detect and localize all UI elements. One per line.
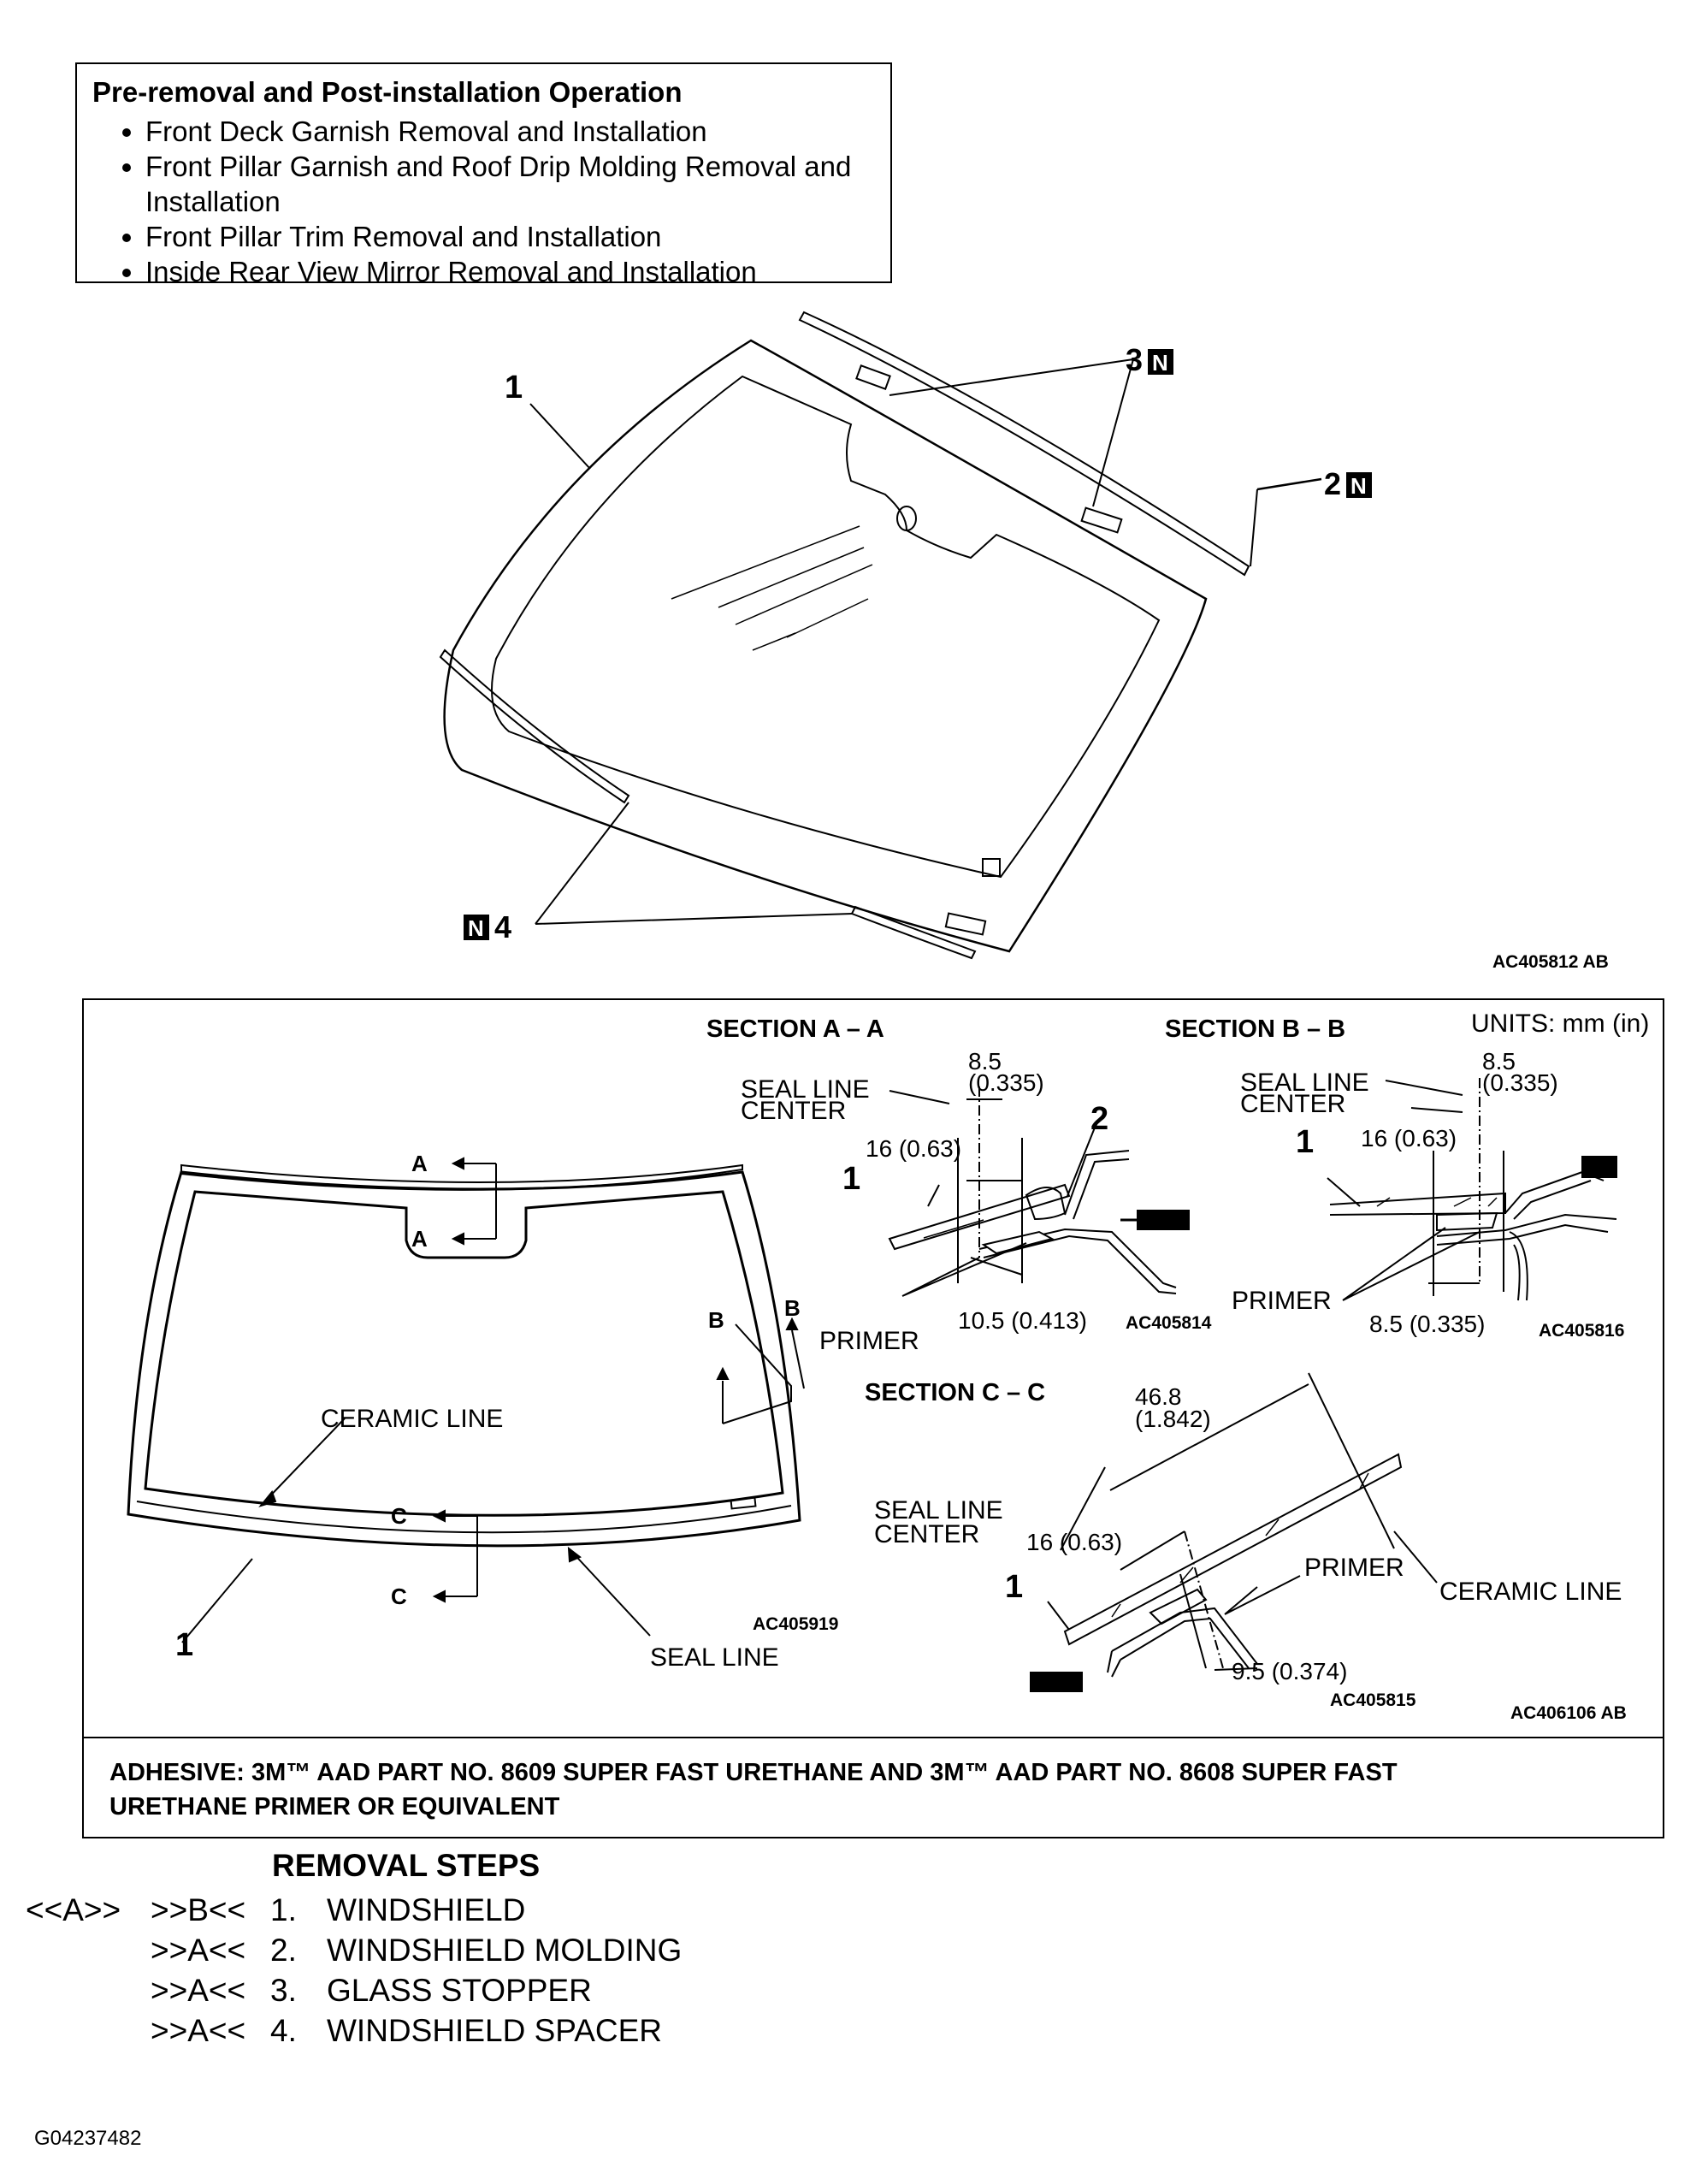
section-cc-drawing: [1030, 1372, 1438, 1692]
section-a-label: A: [411, 1151, 428, 1176]
windshield-spacer: [439, 648, 630, 804]
section-aa-drawing: [888, 1086, 1190, 1297]
callout-2: 2: [1324, 466, 1341, 501]
figure-id: AC405815: [1330, 1690, 1416, 1710]
windshield-glass: [443, 339, 1208, 953]
section-c-label: C: [391, 1503, 407, 1529]
callout-1: 1: [1296, 1124, 1314, 1160]
section-aa-title: SECTION A – A: [706, 1015, 884, 1043]
callout-4: 4: [494, 909, 511, 944]
svg-text:CENTER: CENTER: [741, 1097, 846, 1125]
windshield-ceramic-area: [491, 375, 1161, 879]
svg-text:CENTER: CENTER: [1240, 1090, 1345, 1118]
svg-text:16 (0.63): 16 (0.63): [1361, 1125, 1457, 1152]
figure-id: AC405919: [753, 1614, 838, 1634]
adhesive-line: URETHANE PRIMER OR EQUIVALENT: [109, 1793, 560, 1821]
mirror-mount: [896, 506, 917, 531]
ceramic-line-label: CERAMIC LINE: [321, 1405, 503, 1433]
operation-note-item: Inside Rear View Mirror Removal and Inst…: [145, 254, 875, 289]
adhesive-line: ADHESIVE: 3M™ AAD PART NO. 8609 SUPER FA…: [109, 1759, 1398, 1786]
section-markers: [181, 1157, 805, 1643]
seal-line-label: SEAL LINE: [650, 1643, 779, 1672]
svg-text:(0.335): (0.335): [1482, 1069, 1558, 1096]
svg-text:N: N: [468, 915, 484, 941]
adhesive-note: ADHESIVE: 3M™ AAD PART NO. 8609 SUPER FA…: [84, 1737, 1663, 1837]
operation-note-list: Front Deck Garnish Removal and Installat…: [92, 114, 875, 289]
operation-note-item: Front Pillar Garnish and Roof Drip Moldi…: [145, 149, 898, 219]
step-mark: >>A<<: [151, 1933, 246, 1968]
step-mark: >>A<<: [151, 1973, 246, 2008]
svg-text:(1.842): (1.842): [1135, 1406, 1211, 1432]
svg-text:(0.335): (0.335): [968, 1069, 1044, 1096]
step-label: WINDSHIELD SPACER: [327, 2013, 662, 2048]
section-c-label: C: [391, 1584, 407, 1609]
step-label: WINDSHIELD MOLDING: [327, 1933, 683, 1968]
step-label: WINDSHIELD: [327, 1892, 526, 1927]
windshield-spacer: [850, 905, 977, 960]
svg-text:SEAL LINE: SEAL LINE: [741, 1075, 870, 1104]
step-number: 3.: [270, 1973, 297, 2008]
svg-text:8.5 (0.335): 8.5 (0.335): [1369, 1311, 1485, 1337]
svg-text:SEAL LINE: SEAL LINE: [874, 1496, 1003, 1525]
windshield-molding: [798, 311, 1250, 577]
callout-2: 2: [1090, 1101, 1108, 1137]
sections-panel: ADHESIVE: 3M™ AAD PART NO. 8609 SUPER FA…: [82, 998, 1664, 1838]
units-label: UNITS: mm (in): [1471, 1009, 1649, 1038]
section-a-label: A: [411, 1226, 428, 1252]
svg-text:9.5 (0.374): 9.5 (0.374): [1232, 1658, 1347, 1684]
callout-1: 1: [505, 370, 523, 406]
glass-stopper: [1080, 506, 1123, 534]
operation-note-item: Front Deck Garnish Removal and Installat…: [145, 114, 875, 149]
callout-1: 1: [842, 1161, 860, 1197]
figure-id: AC405814: [1126, 1313, 1212, 1333]
figure-id: AC405816: [1539, 1321, 1624, 1341]
svg-text:CENTER: CENTER: [874, 1520, 979, 1548]
document-id: G04237482: [34, 2127, 142, 2150]
new-part-badge: [464, 915, 489, 940]
section-b-label: B: [708, 1307, 724, 1333]
primer-label: PRIMER: [819, 1327, 919, 1355]
glass-stopper: [944, 912, 987, 936]
step-number: 2.: [270, 1933, 297, 1968]
operation-note-box: Pre-removal and Post-installation Operat…: [75, 62, 892, 287]
new-part-badge: [1148, 349, 1173, 375]
primer-label: PRIMER: [1232, 1287, 1332, 1315]
step-number: 4.: [270, 2013, 297, 2048]
callout-3: 3: [1126, 342, 1143, 377]
windshield-overview: [127, 1163, 801, 1548]
svg-text:SEAL LINE: SEAL LINE: [1240, 1069, 1369, 1097]
removal-steps-title: REMOVAL STEPS: [272, 1848, 541, 1883]
figure-id: AC406106 AB: [1510, 1703, 1627, 1723]
step-mark: <<A>>: [26, 1892, 121, 1927]
step-label: GLASS STOPPER: [327, 1973, 592, 2008]
operation-note-item: Front Pillar Trim Removal and Installati…: [145, 219, 875, 254]
figure-id: AC405812 AB: [1492, 952, 1609, 972]
section-bb-title: SECTION B – B: [1165, 1015, 1345, 1043]
operation-note-title: Pre-removal and Post-installation Operat…: [92, 76, 683, 108]
section-bb-drawing: [1327, 1078, 1617, 1301]
section-cc-title: SECTION C – C: [865, 1379, 1045, 1406]
svg-text:8.5: 8.5: [1482, 1048, 1516, 1075]
svg-text:N: N: [1350, 473, 1367, 499]
step-mark: >>B<<: [151, 1892, 246, 1927]
svg-text:16 (0.63): 16 (0.63): [1026, 1529, 1122, 1555]
callout-1: 1: [175, 1627, 193, 1663]
svg-text:N: N: [1152, 350, 1168, 376]
primer-label: PRIMER: [1304, 1554, 1404, 1582]
exploded-view: [439, 311, 1322, 960]
section-b-label: B: [784, 1295, 801, 1321]
new-part-badge: [1346, 472, 1372, 498]
svg-text:10.5 (0.413): 10.5 (0.413): [958, 1307, 1087, 1334]
svg-text:16 (0.63): 16 (0.63): [866, 1135, 961, 1162]
callout-1: 1: [1005, 1569, 1023, 1605]
step-mark: >>A<<: [151, 2013, 246, 2048]
svg-text:8.5: 8.5: [968, 1048, 1002, 1075]
ceramic-line-label: CERAMIC LINE: [1439, 1578, 1622, 1606]
step-number: 1.: [270, 1892, 297, 1927]
glass-stopper: [855, 364, 891, 390]
svg-text:46.8: 46.8: [1135, 1383, 1182, 1410]
